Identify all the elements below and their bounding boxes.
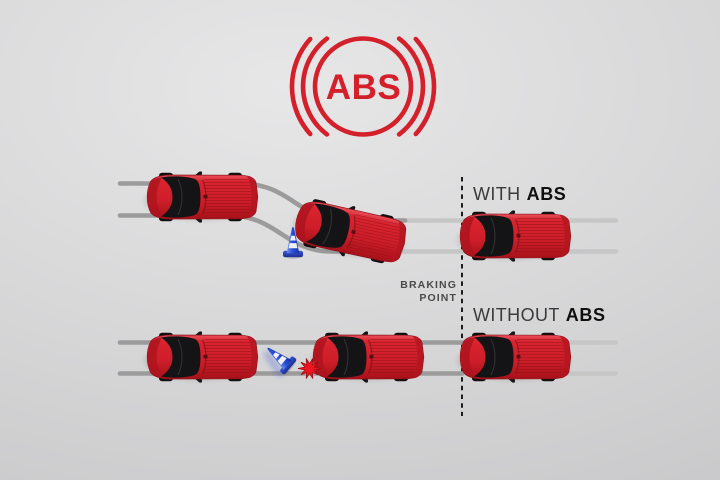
cone-motion-blur (262, 350, 286, 378)
car-with-abs-braking (458, 210, 571, 261)
abs-logo-circle (312, 36, 414, 137)
collision-burst-icon (297, 358, 322, 379)
braking-point-label: BRAKING POINT (400, 279, 457, 304)
braking-point-label-line2: POINT (419, 291, 457, 304)
car-without-abs-crashing (311, 331, 424, 382)
car-without-abs-before (145, 331, 258, 382)
abs-logo-icon (289, 36, 437, 137)
abs-logo-text: ABS (325, 68, 402, 107)
car-with-abs-swerving (289, 194, 410, 268)
with-abs-label-bold: ABS (526, 184, 567, 204)
car-with-abs-before (145, 171, 258, 222)
abs-logo-right-inner-arc (396, 36, 426, 137)
scenario-with-abs (117, 171, 619, 268)
without-abs-label-prefix: WITHOUT (473, 305, 560, 325)
without-abs-label-bold: ABS (565, 305, 606, 325)
scenario-without-abs (117, 331, 619, 382)
braking-point-label-line1: BRAKING (400, 279, 457, 291)
abs-logo-left-outer-arc (289, 36, 313, 137)
with-abs-label-prefix: WITH (473, 184, 521, 204)
car-without-abs-braking (458, 331, 571, 382)
abs-logo-left-inner-arc (300, 36, 330, 137)
abs-logo-right-outer-arc (413, 36, 437, 137)
